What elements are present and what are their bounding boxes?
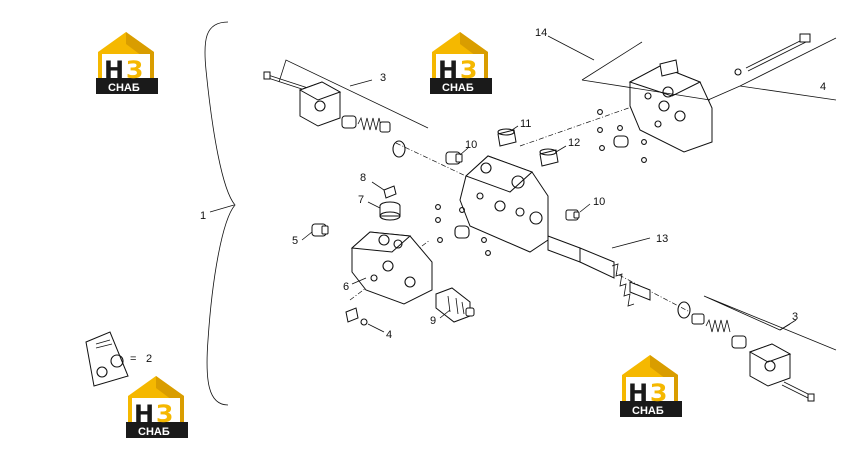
callout-10-left: 10: [465, 139, 477, 151]
callout-3-bottom: 3: [792, 311, 798, 323]
callout-9-leader: [439, 309, 451, 319]
callout-2: 2: [146, 353, 152, 365]
o-ring-bottom-right: [677, 301, 691, 319]
callout-5: 5: [292, 235, 298, 247]
logo-letter-z: З: [156, 400, 173, 428]
cap-7: [379, 201, 401, 221]
callout-13: 13: [656, 233, 668, 245]
logo-word: СНАБ: [442, 82, 474, 94]
callout-10-right-leader: [579, 203, 591, 213]
logo-bottom-left: Н З СНАБ: [126, 376, 188, 438]
callout-5-leader: [301, 231, 313, 241]
plug-10-left: [445, 151, 463, 165]
cover-plate-14: [628, 59, 713, 153]
callout-14-bracket: [581, 41, 711, 101]
callout-3-bottom-leader: [779, 319, 797, 331]
callout-4-top: 4: [820, 81, 826, 93]
relief-valve-9: [435, 287, 475, 323]
plug-10-right: [565, 209, 580, 221]
callout-14: 14: [535, 27, 547, 39]
callout-7-leader: [367, 201, 381, 209]
bolt-top-left: [263, 71, 309, 92]
axis-line-1: [395, 142, 471, 179]
logo-word: СНАБ: [138, 426, 170, 438]
callout-2-equals: =: [130, 353, 136, 365]
seal-kit-icon: [85, 331, 129, 387]
plug-5: [311, 223, 329, 237]
callout-10-right: 10: [593, 196, 605, 208]
callout-4-bottom-leader: [367, 323, 385, 333]
valve-body-main: [459, 155, 549, 253]
nut-4-bottom: [345, 307, 368, 326]
logo-letter-z: З: [126, 56, 143, 84]
logo-letter-n: Н: [438, 56, 458, 84]
logo-letter-z: З: [650, 379, 667, 407]
callout-4-top-bracket: [707, 37, 837, 101]
callout-9: 9: [430, 315, 436, 327]
logo-letter-n: Н: [104, 56, 124, 84]
o-rings-top-right: [597, 109, 647, 163]
callout-6: 6: [343, 281, 349, 293]
callout-3-bottom-bracket: [703, 295, 837, 351]
plug-11: [497, 128, 517, 147]
logo-bottom-right: Н З СНАБ: [620, 355, 682, 417]
callout-8: 8: [360, 172, 366, 184]
callout-14-leader: [547, 35, 595, 61]
o-rings-left-body: [435, 204, 491, 256]
callout-10-left-leader: [459, 147, 469, 156]
plug-12: [539, 148, 559, 167]
bolt-top-right: [734, 33, 811, 76]
bolt-bottom-right: [781, 381, 815, 402]
callout-3-top: 3: [380, 72, 386, 84]
callout-11: 11: [520, 118, 531, 130]
nut-8: [383, 185, 397, 199]
solenoid-top-left: [298, 81, 342, 127]
spool-13: [547, 235, 651, 307]
logo-word: СНАБ: [108, 82, 140, 94]
logo-top-center: Н З СНАБ: [430, 32, 492, 94]
spring-top-left: [341, 115, 406, 158]
logo-letter-n: Н: [134, 400, 154, 428]
callout-6-leader: [351, 277, 367, 285]
callout-12-leader: [555, 145, 567, 153]
valve-body-6: [350, 231, 433, 305]
callout-1: 1: [200, 210, 206, 222]
logo-word: СНАБ: [632, 405, 664, 417]
logo-letter-n: Н: [628, 379, 648, 407]
solenoid-bottom-right: [748, 343, 792, 387]
callout-12: 12: [568, 137, 580, 149]
callout-7: 7: [358, 194, 364, 206]
callout-13-leader: [611, 237, 651, 249]
callout-4-bottom: 4: [386, 329, 392, 341]
callout-1-leader: [209, 204, 235, 213]
logo-letter-z: З: [460, 56, 477, 84]
logo-top-left: Н З СНАБ: [96, 32, 158, 94]
callout-8-leader: [371, 181, 385, 191]
axis-line-2: [519, 103, 641, 147]
spring-bottom-right: [691, 313, 747, 349]
assembly-brace: [204, 21, 236, 406]
callout-3-top-leader: [349, 79, 373, 87]
callout-11-leader: [511, 125, 519, 131]
callout-3-top-bracket: [278, 59, 429, 129]
